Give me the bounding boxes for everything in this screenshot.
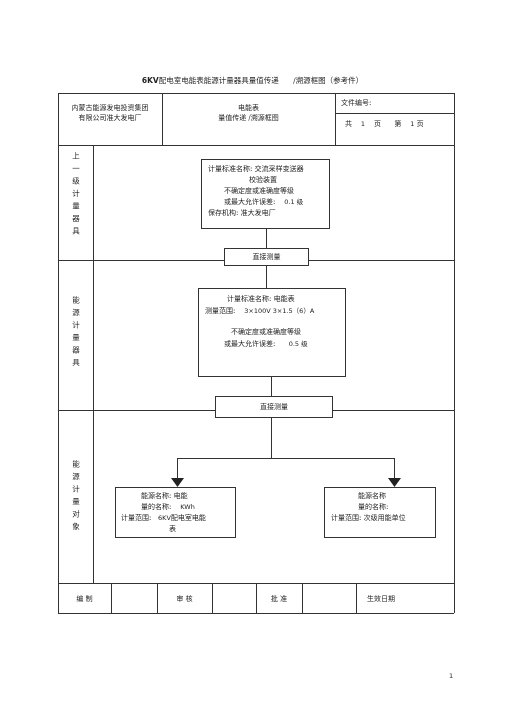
subject-line-2: 量值传递 /溯源框图 [218,114,279,122]
box3-line-3: 计量范围: 6KV配电室电能 [121,513,206,523]
page-label: 页 [373,120,381,128]
org-line-1: 内蒙古能源发电投资集团 [71,104,149,112]
header-bottom-border [58,145,454,146]
footer-compile-label: 编 制 [76,595,93,603]
header-organization: 内蒙古能源发电投资集团 有限公司准大发电厂 [58,103,162,123]
box1-line-2: 校验装置 [249,176,277,184]
box1-line-4-label: 或最大允许误差: [224,198,276,206]
box2-line-2-value: 3×100V 3×1.5（6）A [244,307,315,315]
row-label-object-text: 能源计量对象 [71,460,81,535]
footer-review-label: 审 核 [176,595,193,603]
document-title: 6KV配电室电能表能源计量器具量值传递 /溯源框图（参考件） [0,75,505,86]
instrument-standard-box: 计量标准名称: 电能表 测量范围: 3×100V 3×1.5（6）A 不确定度或… [198,288,346,377]
header-right-divider [335,113,454,114]
frame-left-border [58,93,59,613]
seq-value: 1 [410,120,415,128]
frame-top-border [58,93,454,94]
box2-line-1: 计量标准名称: 电能表 [227,295,295,303]
footer-col-1 [111,583,112,613]
box3-line-3-text: 配电室电能 [170,514,206,522]
box4-line-2: 量的名称: [358,503,389,511]
box3-line-2-label: 量的名称: [141,503,172,511]
footer-approve-label: 批 准 [270,595,288,603]
arrow-down-icon-right [388,478,401,487]
header-col-divider-1 [162,93,163,145]
box2-line-4: 或最大允许误差: 0.5 级 [224,339,308,349]
label-column-divider [93,145,94,583]
row-label-upper-text: 上一级计量器具 [71,152,81,240]
title-prefix: 6KV [141,76,159,85]
row-label-object: 能源计量对象 [68,460,84,539]
total-label: 共 [345,120,352,128]
footer-col-5 [302,583,303,613]
frame-bottom-border [58,613,454,614]
box2-line-4-label: 或最大允许误差: [224,340,276,348]
direct-measure-label-2: 直接测量 [260,403,288,411]
connector-1-bottom [266,266,267,288]
seq-label: 第 [394,120,402,128]
connector-1-top [266,229,267,249]
footer-col-6 [356,583,357,613]
energy-object-box-right: 能源名称 量的名称: 计量范围: 次级用能单位 [324,487,436,538]
box3-line-3-label: 计量范围: [121,514,152,522]
box4-line-1: 能源名称 [358,492,386,500]
box1-line-3: 不确定度或准确度等级 [224,187,294,195]
box2-line-3: 不确定度或准确度等级 [231,328,301,336]
frame-right-border [454,93,455,613]
org-line-2: 有限公司准大发电厂 [78,114,142,122]
branch-horizontal-line [177,458,395,459]
direct-measure-box-2: 直接测量 [215,396,333,418]
box3-line-1: 能源名称: 电能 [141,492,188,500]
arrow-down-icon-left [171,478,184,487]
upper-standard-box: 计量标准名称: 交流采样变送器 校验装置 不确定度或准确度等级 或最大允许误差:… [201,159,330,229]
footer-col-3 [212,583,213,613]
box3-line-4: 表 [169,525,176,533]
box1-line-4: 或最大允许误差: 0.1 级 [224,197,303,207]
connector-2-top [271,377,272,397]
connector-2-bottom [271,418,272,458]
page-number: 1 [449,672,454,680]
footer-effective-date-label: 生效日期 [367,595,395,603]
box4-line-3: 计量范围: 次级用能单位 [331,514,406,522]
total-value: 1 [360,120,366,128]
title-suffix: /溯源框图（参考件） [293,76,364,85]
energy-object-box-left: 能源名称: 电能 量的名称: KWh 计量范围: 6KV配电室电能 表 [115,487,236,538]
row-label-instrument: 能源计量器具 [68,296,84,375]
box3-line-3-value: 6KV [158,514,171,522]
box2-line-2-label: 测量范围: [205,307,236,315]
box2-line-2: 测量范围: 3×100V 3×1.5（6）A [205,306,314,316]
box1-line-5: 保存机构: 准大发电厂 [208,209,276,217]
footer-col-2 [157,583,158,613]
box3-line-2: 量的名称: KWh [141,502,195,512]
box3-line-2-value: KWh [180,503,195,511]
file-number-label: 文件编号: [341,99,372,107]
title-text: 配电室电能表能源计量器具量值传递 [158,76,279,85]
footer-col-4 [256,583,257,613]
box1-line-4-value: 0.1 级 [284,198,304,206]
direct-measure-box-1: 直接测量 [224,248,309,266]
branch-left-line [177,458,178,480]
row-label-instrument-text: 能源计量器具 [71,296,81,371]
row-label-upper: 上一级计量器具 [68,152,84,244]
seq-unit: 页 [416,120,424,128]
header-col-divider-2 [335,93,336,145]
direct-measure-label-1: 直接测量 [252,253,281,261]
header-subject: 电能表 量值传递 /溯源框图 [162,103,335,123]
subject-line-1: 电能表 [238,104,259,112]
page-count-line: 共 1 页 第 1 页 [345,119,450,129]
box1-line-1: 计量标准名称: 交流采样变送器 [208,165,304,173]
branch-right-line [394,458,395,480]
box2-line-4-value: 0.5 级 [288,340,308,348]
